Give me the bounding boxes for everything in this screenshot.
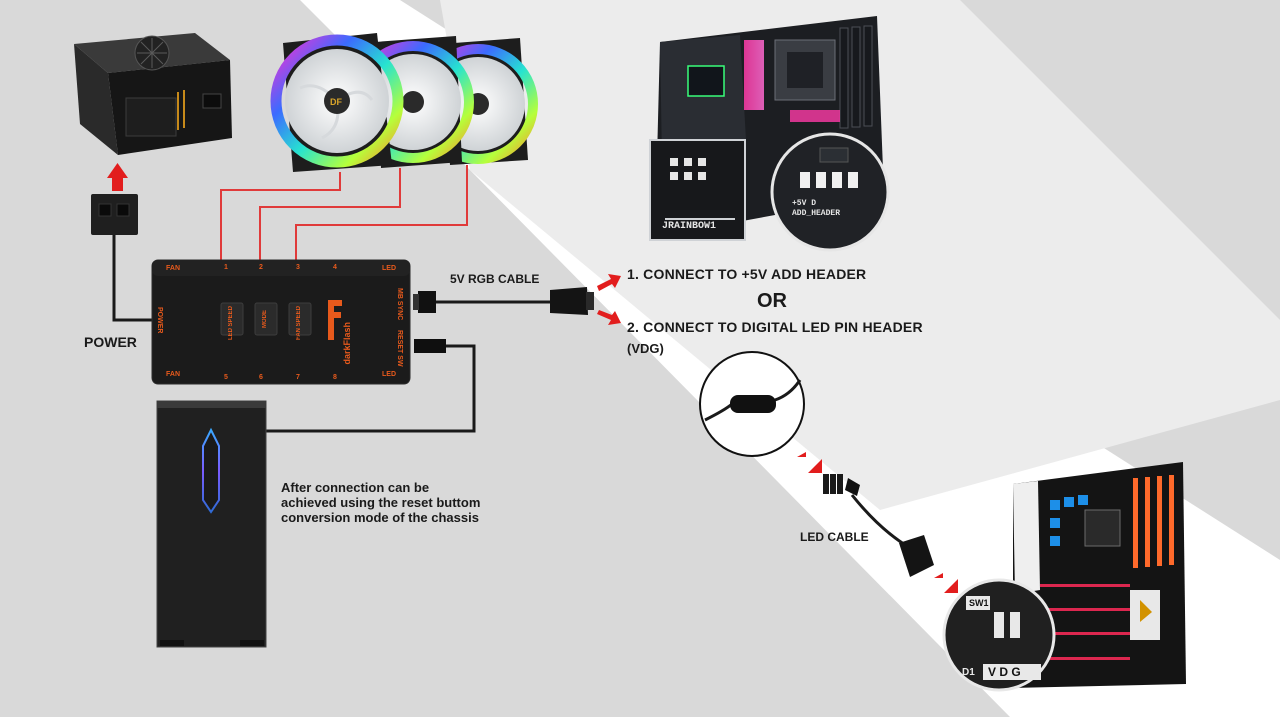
hub-power-label: POWER	[156, 307, 163, 334]
rgb-hub	[151, 259, 411, 385]
rgb-fan-1: DF	[270, 33, 404, 172]
rgb-cable	[413, 287, 594, 315]
pc-case	[156, 400, 267, 648]
hub-fan-label-top: FAN	[166, 265, 180, 272]
hub-port-3: 3	[296, 264, 300, 271]
arrow-to-option2	[597, 310, 621, 325]
d1-label: D1	[962, 667, 975, 678]
hub-port-7: 7	[296, 374, 300, 381]
hub-led-label-top: LED	[382, 265, 396, 272]
power-label: POWER	[84, 334, 137, 350]
hub-port-1: 1	[224, 264, 228, 271]
hub-port-4: 4	[333, 264, 337, 271]
or-label: OR	[757, 290, 787, 312]
led-speed-button-label: LED SPEED	[228, 306, 234, 341]
hub-mb-sync-label: MB SYNC	[396, 288, 403, 321]
hub-led-label-bottom: LED	[382, 371, 396, 378]
option2-suffix: (VDG)	[627, 341, 664, 356]
hub-port-8: 8	[333, 374, 337, 381]
option2-label: 2. CONNECT TO DIGITAL LED PIN HEADER	[627, 319, 923, 335]
pin-label: +5V D	[792, 199, 817, 208]
reset-switch-cable	[266, 339, 476, 433]
fan-wire-2	[259, 168, 401, 262]
hub-reset-sw-label: RESET SW	[396, 330, 403, 367]
motherboard-bottom-photo	[1013, 462, 1186, 688]
mode-button[interactable]	[254, 302, 278, 336]
power-wire	[112, 235, 152, 322]
vdg-header-closeup	[942, 578, 1056, 692]
motherboard-top-photo	[649, 16, 890, 252]
vdg-label: V D G	[988, 665, 1021, 679]
add-header-label: ADD_HEADER	[792, 209, 841, 218]
fan-wire-1	[220, 172, 341, 262]
power-connector	[91, 194, 138, 235]
darkflash-logo	[328, 300, 342, 340]
option-arrows	[597, 274, 621, 325]
hub-port-2: 2	[259, 264, 263, 271]
corner-shade	[960, 0, 1280, 320]
fan-wires	[220, 165, 468, 262]
power-up-arrow	[107, 163, 128, 191]
option1-label: 1. CONNECT TO +5V ADD HEADER	[627, 266, 867, 282]
arrow-to-option1	[597, 274, 621, 291]
hub-fan-label-bottom: FAN	[166, 371, 180, 378]
mode-button-label: MODE	[262, 310, 268, 328]
power-supply-unit	[74, 33, 232, 155]
led-cable-plug	[823, 474, 934, 577]
chassis-note: After connection can be achieved using t…	[281, 480, 481, 525]
led-cable-label: LED CABLE	[800, 530, 869, 544]
fan-speed-button[interactable]	[288, 302, 312, 336]
sw1-label: SW1	[969, 598, 989, 608]
svg-text:DF: DF	[330, 97, 342, 107]
arrow-to-led-cable	[797, 452, 822, 473]
rgb-cable-label: 5V RGB CABLE	[450, 272, 540, 286]
led-speed-button[interactable]	[220, 302, 244, 336]
diagonal-band-center	[440, 0, 1280, 510]
hub-port-6: 6	[259, 374, 263, 381]
fan-wire-3	[295, 165, 468, 262]
led-controller-cable	[699, 351, 805, 457]
jrainbow-label: JRAINBOW1	[662, 221, 717, 232]
hub-brand: darkFlash	[342, 322, 352, 365]
fan-speed-button-label: FAN SPEED	[296, 306, 302, 341]
arrow-to-vdg-header	[934, 573, 958, 593]
hub-port-5: 5	[224, 374, 228, 381]
down-arrows	[797, 452, 958, 593]
